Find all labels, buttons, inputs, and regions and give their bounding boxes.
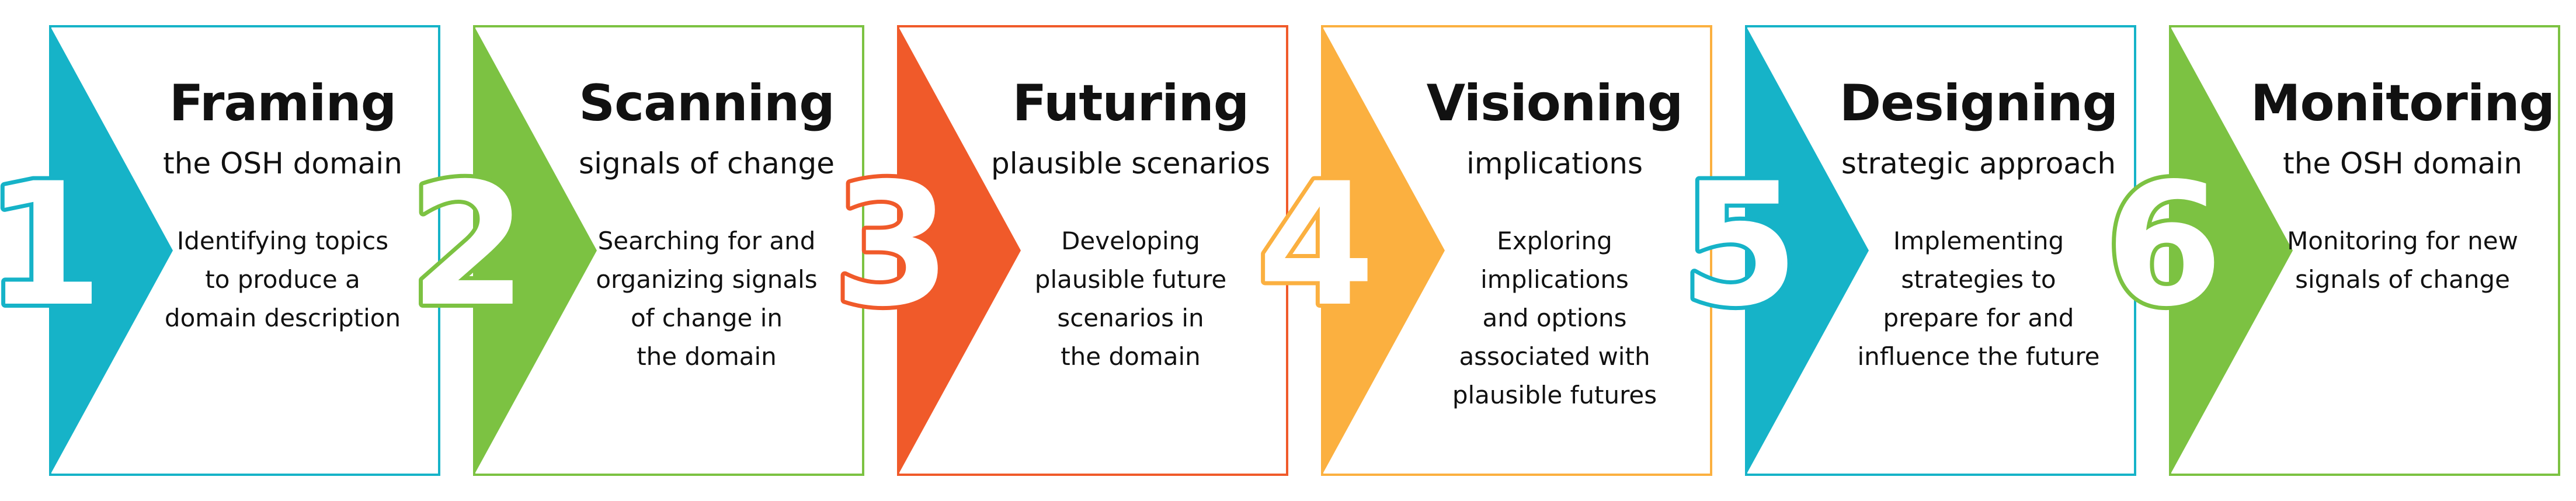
- stage-description-line: Searching for and: [597, 227, 816, 255]
- stage-description-line: associated with: [1459, 342, 1650, 371]
- stage-number: 2: [409, 147, 527, 344]
- stage-title: Futuring: [1012, 74, 1250, 133]
- stage-description-line: domain description: [164, 304, 401, 332]
- stage-description-line: Implementing: [1893, 227, 2064, 255]
- stage-subtitle: plausible scenarios: [991, 147, 1270, 180]
- stage-description-line: signals of change: [2295, 265, 2510, 294]
- stage-title: Monitoring: [2250, 74, 2555, 133]
- stage-graphic-3: [897, 25, 1288, 476]
- stage-number: 3: [833, 147, 951, 344]
- stage-description-line: plausible future: [1034, 265, 1227, 294]
- stage-graphic-6: [2169, 25, 2560, 476]
- stage-subtitle: the OSH domain: [2283, 147, 2522, 180]
- stage-description-line: influence the future: [1857, 342, 2100, 371]
- stage-title: Visioning: [1426, 74, 1684, 133]
- stage-description-line: of change in: [630, 304, 783, 332]
- stage-graphic-2: [473, 25, 864, 476]
- stage-graphic-1: [49, 25, 440, 476]
- chevron-arrow-icon: [898, 26, 1021, 475]
- stage-graphic-5: [1745, 25, 2136, 476]
- stage-description: Searching for and organizing signals of ch…: [550, 222, 863, 376]
- stage-subtitle: signals of change: [579, 147, 835, 180]
- stage-description-line: Developing: [1061, 227, 1200, 255]
- stage-subtitle: the OSH domain: [163, 147, 402, 180]
- stage-description-line: strategies to: [1901, 265, 2056, 294]
- stage-graphic-4: [1321, 25, 1712, 476]
- stage-title: Framing: [169, 74, 397, 133]
- stage-description-line: the domain: [1061, 342, 1201, 371]
- stage-title: Scanning: [579, 74, 835, 133]
- stage-description: Monitoring for new signals of change: [2246, 222, 2559, 299]
- stage-description-line: prepare for and: [1883, 304, 2074, 332]
- stage-description: Identifying topics to produce a domain des…: [126, 222, 439, 338]
- stage-description-line: implications: [1480, 265, 1629, 294]
- stage-subtitle: implications: [1466, 147, 1643, 180]
- stage-title: Designing: [1839, 74, 2118, 133]
- chevron-arrow-icon: [2170, 26, 2293, 475]
- stage-description-line: plausible futures: [1452, 381, 1657, 409]
- stage-description: Exploring implications and options associat…: [1398, 222, 1711, 415]
- stage-description-line: scenarios in: [1057, 304, 1204, 332]
- stage-description-line: the domain: [637, 342, 777, 371]
- chevron-arrow-icon: [1746, 26, 1869, 475]
- chevron-arrow-icon: [50, 26, 173, 475]
- stage-description-line: and options: [1482, 304, 1627, 332]
- stage-description-line: Exploring: [1497, 227, 1612, 255]
- stage-description-line: organizing signals: [596, 265, 818, 294]
- chevron-arrow-icon: [474, 26, 597, 475]
- stage-description: Developing plausible future scenarios in th…: [974, 222, 1287, 376]
- stage-number: 1: [0, 147, 103, 344]
- chevron-arrow-icon: [1322, 26, 1445, 475]
- stage-subtitle: strategic approach: [1841, 147, 2116, 180]
- stage-number: 4: [1257, 147, 1375, 344]
- stage-description-line: to produce a: [205, 265, 360, 294]
- stage-description-line: Identifying topics: [176, 227, 389, 255]
- stage-description-line: Monitoring for new: [2287, 227, 2518, 255]
- stage-description: Implementing strategies to prepare for and…: [1822, 222, 2135, 376]
- stage-number: 5: [1681, 147, 1799, 344]
- stage-number: 6: [2105, 147, 2223, 344]
